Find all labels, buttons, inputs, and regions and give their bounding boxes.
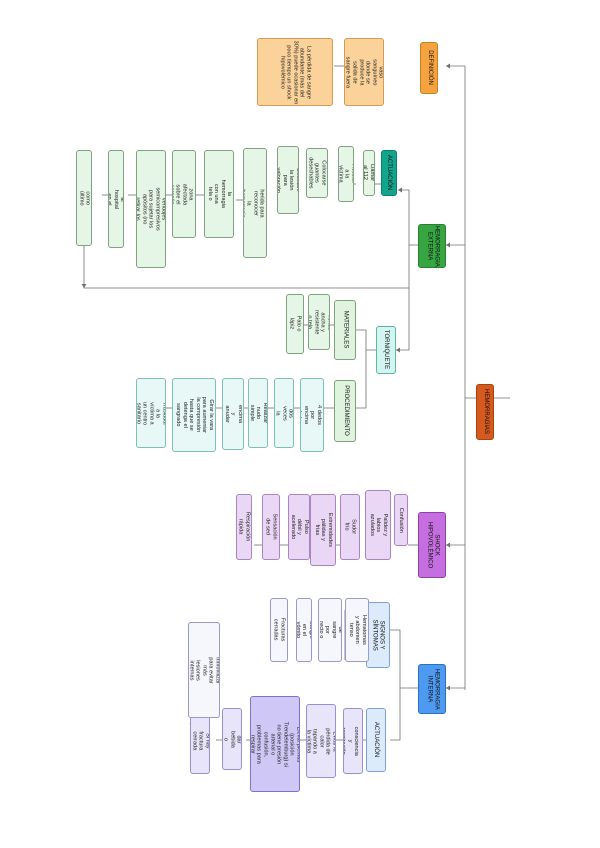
- materiales-header: MATERIALES: [334, 300, 356, 360]
- procedimiento-step-2: Rodear dos veces la herida: [274, 378, 294, 448]
- material-2: Palo o lápiz: [286, 294, 304, 354]
- externa-step-1: Llamar al 112: [363, 150, 375, 196]
- root-node: HEMORRAGIAS: [476, 384, 494, 440]
- procedimiento-step-4: Colocar palo encima y anudar dos veces: [222, 378, 244, 450]
- signo-1: Hematomas y abdomen tenso: [345, 598, 369, 662]
- definicion-text: Rotura de un vaso sanguíneo donde se pro…: [344, 38, 384, 106]
- interna-step-4: Evitar dar bebida o comida: [222, 708, 242, 770]
- shock-sign-6: Sensación de sed: [262, 494, 280, 560]
- shock-sign-5: Pulso débil y acelerado: [288, 494, 310, 560]
- procedimiento-header: PROCEDIMIENTO: [334, 380, 356, 442]
- hemorragia-externa-node: HEMORRAGIA EXTERNA: [418, 224, 446, 268]
- signo-2: Salida de sangre por recto o vagina: [318, 598, 342, 662]
- procedimiento-step-6: Trasladar a la víctima a un centro sanit…: [136, 378, 166, 448]
- externa-step-6: Comprimir la hemorragia con una tela o c…: [204, 150, 234, 238]
- signo-3: Sangre en el vómito: [296, 598, 312, 662]
- torniquete-node: TORNIQUETE: [376, 326, 396, 374]
- externa-step-10: Torniquete como último recurso: [76, 150, 92, 246]
- shock-sign-3: Sudor frío: [340, 494, 360, 560]
- root-label: HEMORRAGIAS: [482, 389, 489, 435]
- procedimiento-step-3: Realizar nudo simple: [248, 378, 268, 448]
- externa-step-3: Colocarse guantes desechables: [306, 148, 328, 198]
- shock-sign-7: Respiración rápida: [236, 494, 252, 560]
- shock-sign-1: Confusión: [394, 494, 408, 546]
- procedimiento-step-1: Colocar venda a 4 dedos por encima de la…: [300, 378, 324, 452]
- externa-step-8: Colocar vendajes semicompresivos para su…: [136, 150, 166, 268]
- interna-step-2: Evitar la pérdida de calor tapando a la …: [306, 704, 336, 778]
- externa-step-2: Acostar a la victima: [338, 146, 354, 202]
- externa-actuacion-header: ACTUACIÓN: [381, 150, 397, 196]
- signos-sintomas-header: SIGNOS Y SÍNTOMAS: [366, 602, 390, 668]
- shock-sign-4: Extremidades pálidas y frías: [310, 494, 336, 566]
- signo-4: Fracturas cerradas: [270, 598, 288, 662]
- hemorragia-interna-node: HEMORRAGIA INTERNA: [418, 664, 446, 714]
- interna-step-3: Elevar piernas (posición Trendelemburg) …: [250, 696, 300, 792]
- externa-step-4: Descubrir la lesión para valoración: [277, 146, 299, 214]
- material-1: Venda ancha y resistente o tela: [308, 294, 330, 350]
- interna-step-6: Inmovilizar para evitar más lesiones int…: [188, 622, 220, 718]
- procedimiento-step-5: Girar la vara para aumentar la compresió…: [172, 378, 216, 452]
- shock-sign-2: Palidez y labios azulados: [365, 490, 391, 560]
- interna-actuacion-header: ACTUACIÓN: [366, 708, 386, 772]
- externa-step-5: Secar la herida para reconocer la hemorr…: [243, 148, 267, 258]
- shock-hipovolemico-node: SHOCK HIPOVOLÉMICO: [418, 512, 446, 578]
- definicion-extra: La pérdida de sangre abundante (más del …: [257, 38, 333, 106]
- externa-step-9: Trasladar al hospital en el coche: [108, 150, 124, 248]
- interna-step-1: Evaluar consciencia y respiración: [343, 708, 363, 774]
- externa-step-7: Elevar la zona afectada sobre el corazón: [172, 150, 196, 238]
- definicion-title: DEFINICIÓN: [420, 42, 438, 94]
